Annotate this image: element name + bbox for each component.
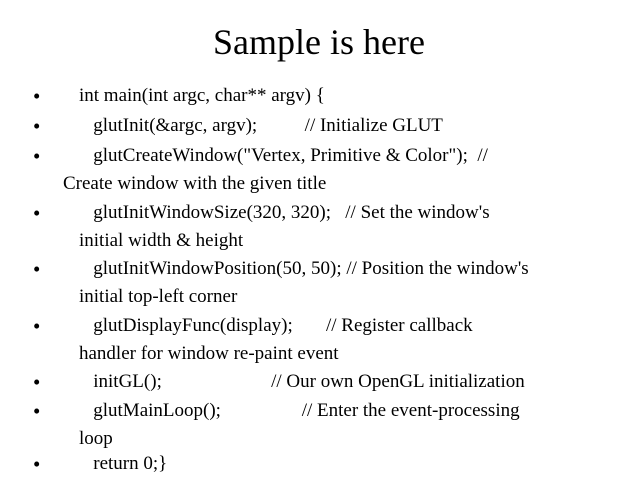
bullet-line-continued: initial width & height	[79, 230, 244, 251]
bullet-line: glutDisplayFunc(display); // Register ca…	[79, 315, 473, 336]
bullet-text: glutMainLoop(); // Enter the event-proce…	[79, 399, 624, 451]
bullet-dot-icon: •	[33, 257, 41, 281]
bullet-dot-icon: •	[33, 399, 41, 423]
bullet-dot-icon: •	[33, 201, 41, 225]
bullet-line: glutInitWindowSize(320, 320); // Set the…	[79, 202, 490, 223]
bullet-text: glutCreateWindow("Vertex, Primitive & Co…	[63, 144, 624, 196]
bullet-text: initGL(); // Our own OpenGL initializati…	[79, 370, 624, 394]
bullet-dot-icon: •	[33, 84, 41, 108]
bullet-dot-icon: •	[33, 114, 41, 138]
bullet-line-continued: handler for window re-paint event	[79, 343, 339, 364]
bullet-line-continued: Create window with the given title	[63, 173, 327, 194]
bullet-dot-icon: •	[33, 144, 41, 168]
slide-title: Sample is here	[213, 22, 425, 62]
bullet-line: glutMainLoop(); // Enter the event-proce…	[79, 400, 520, 421]
bullet-text: glutInit(&argc, argv); // Initialize GLU…	[79, 114, 624, 138]
bullet-line: glutInit(&argc, argv); // Initialize GLU…	[79, 115, 443, 136]
bullet-line: int main(int argc, char** argv) {	[79, 85, 325, 106]
bullet-text: glutInitWindowPosition(50, 50); // Posit…	[79, 257, 624, 309]
bullet-text: glutInitWindowSize(320, 320); // Set the…	[79, 201, 624, 253]
bullet-dot-icon: •	[33, 370, 41, 394]
bullet-line: glutInitWindowPosition(50, 50); // Posit…	[79, 258, 529, 279]
bullet-dot-icon: •	[33, 452, 41, 476]
bullet-text: int main(int argc, char** argv) {	[79, 84, 624, 108]
bullet-text: return 0;}	[79, 452, 624, 476]
bullet-line-continued: loop	[79, 428, 113, 449]
bullet-line: glutCreateWindow("Vertex, Primitive & Co…	[79, 145, 488, 166]
bullet-line: return 0;}	[79, 453, 168, 474]
bullet-line-continued: initial top-left corner	[79, 286, 238, 307]
bullet-text: glutDisplayFunc(display); // Register ca…	[79, 314, 624, 366]
bullet-line: initGL(); // Our own OpenGL initializati…	[79, 371, 525, 392]
bullet-dot-icon: •	[33, 314, 41, 338]
